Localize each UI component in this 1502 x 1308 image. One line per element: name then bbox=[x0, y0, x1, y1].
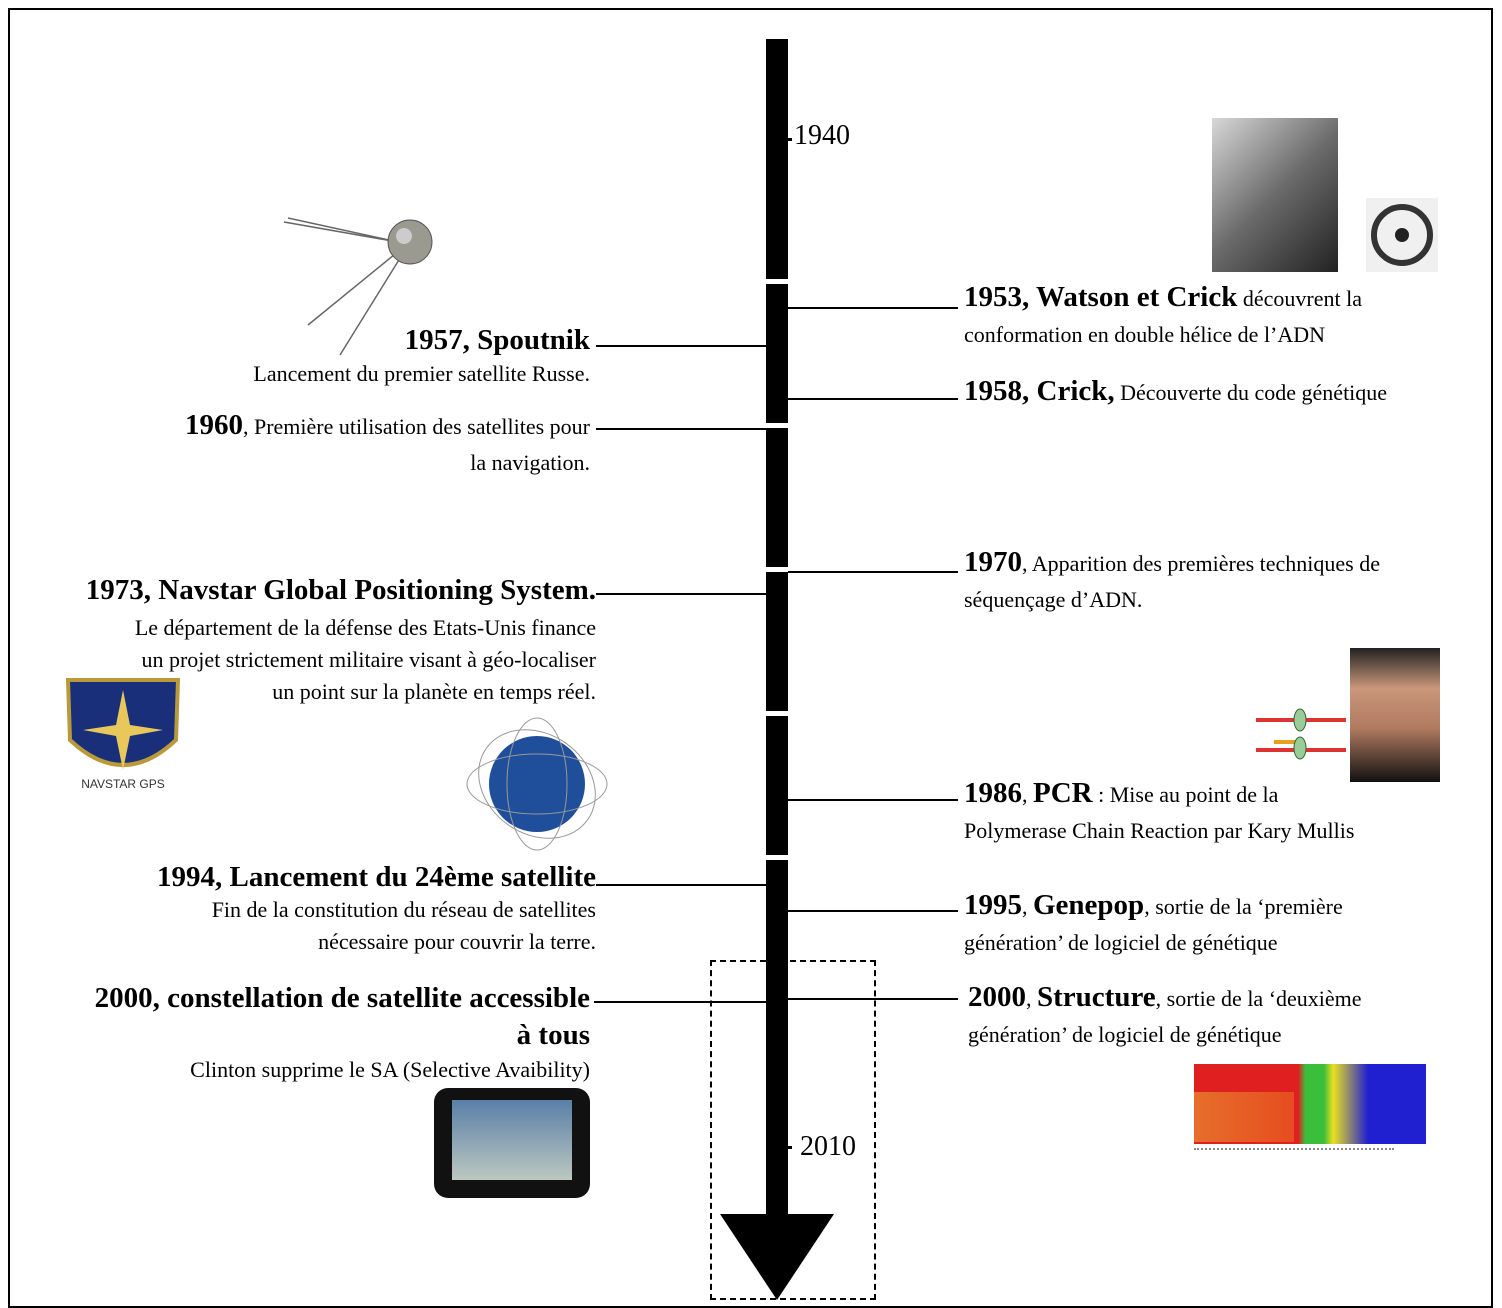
event-1995-desc-line2: génération’ de logiciel de génétique bbox=[964, 930, 1278, 955]
navstar-logo-text: NAVSTAR GPS bbox=[81, 777, 165, 791]
event-1973-desc-line: Le département de la défense des Etats-U… bbox=[134, 615, 596, 640]
event-1986-desc-line2: Polymerase Chain Reaction par Kary Mulli… bbox=[964, 818, 1355, 843]
event-2000-title-line2: à tous bbox=[516, 1019, 590, 1051]
event-1953-desc-line2: conformation en double hélice de l’ADN bbox=[964, 322, 1326, 347]
connector-1986 bbox=[788, 799, 958, 801]
event-2000-right: 2000, Structure, sortie de la ‘deuxième … bbox=[968, 980, 1488, 1051]
event-1960: 1960, Première utilisation des satellite… bbox=[30, 408, 590, 479]
event-1970-desc: , Apparition des premières techniques de bbox=[1022, 551, 1381, 576]
event-1957-desc: Lancement du premier satellite Russe. bbox=[253, 361, 590, 386]
event-1957: 1957, Spoutnik Lancement du premier sate… bbox=[90, 322, 590, 390]
event-2000-desc: Clinton supprime le SA (Selective Avaibi… bbox=[190, 1057, 590, 1082]
event-1953: 1953, Watson et Crick découvrent la conf… bbox=[964, 280, 1484, 351]
connector-1995 bbox=[788, 910, 958, 912]
event-1986-desc: : Mise au point de la bbox=[1092, 782, 1279, 807]
timeline-segment bbox=[766, 39, 788, 279]
event-1960-desc: la navigation. bbox=[470, 450, 590, 475]
tick-2010 bbox=[766, 1146, 792, 1149]
event-1973-year: 1973 bbox=[85, 574, 144, 606]
event-1953-title: 1953, Watson et Crick bbox=[964, 281, 1238, 313]
event-1973: 1973, Navstar Global Positioning System.… bbox=[16, 573, 596, 708]
axis-start-label: 1940 bbox=[794, 120, 850, 151]
separator: , bbox=[1022, 782, 1033, 807]
event-1958-desc: Découverte du code génétique bbox=[1114, 380, 1388, 405]
event-1970: 1970, Apparition des premières technique… bbox=[964, 545, 1494, 616]
watson-crick-photo bbox=[1212, 118, 1338, 272]
recent-period-box bbox=[710, 960, 876, 1300]
connector-2000-left bbox=[594, 1001, 766, 1003]
event-1995-desc: , sortie de la ‘première bbox=[1144, 894, 1343, 919]
event-1973-title: Navstar Global Positioning System. bbox=[158, 574, 596, 606]
event-2000-left: 2000, constellation de satellite accessi… bbox=[0, 980, 590, 1086]
event-1995-year: 1995 bbox=[964, 889, 1022, 921]
event-1994-desc-line: Fin de la constitution du réseau de sate… bbox=[211, 897, 596, 922]
event-1953-desc: découvrent la bbox=[1237, 286, 1362, 311]
event-1986-year: 1986 bbox=[964, 777, 1022, 809]
event-1973-desc-line: un point sur la planète en temps réel. bbox=[272, 679, 596, 704]
event-1994-desc-line: nécessaire pour couvrir la terre. bbox=[318, 929, 596, 954]
structure-plot-image bbox=[1180, 1062, 1426, 1160]
connector-1960 bbox=[596, 428, 766, 430]
timeline-segment bbox=[766, 572, 788, 711]
timeline-segment bbox=[766, 284, 788, 423]
event-2000-right-title: Structure bbox=[1037, 981, 1156, 1013]
event-1957-title: 1957, Spoutnik bbox=[404, 324, 590, 356]
event-1970-year: 1970 bbox=[964, 546, 1022, 578]
connector-1970 bbox=[788, 571, 958, 573]
event-2000-title: 2000, constellation de satellite accessi… bbox=[94, 982, 590, 1014]
event-1970-desc-line2: séquençage d’ADN. bbox=[964, 587, 1143, 612]
separator: , bbox=[1022, 894, 1033, 919]
event-1994-title: 1994, Lancement du 24ème satellite bbox=[157, 861, 596, 893]
sputnik-image bbox=[283, 217, 433, 356]
timeline-segment bbox=[766, 860, 788, 1215]
event-1960-desc-inline: , Première utilisation des satellites po… bbox=[242, 414, 590, 439]
connector-1958 bbox=[788, 398, 958, 400]
event-2000-right-year: 2000 bbox=[968, 981, 1026, 1013]
xray-diffraction-image bbox=[1366, 198, 1438, 272]
pcr-diagram-image bbox=[1254, 688, 1348, 780]
event-1986-title: PCR bbox=[1033, 777, 1093, 809]
event-2000-right-desc: , sortie de la ‘deuxième bbox=[1155, 986, 1362, 1011]
event-1973-desc-line: un projet strictement militaire visant à… bbox=[141, 647, 596, 672]
event-1986: 1986, PCR : Mise au point de la Polymera… bbox=[964, 776, 1494, 847]
timeline-segment bbox=[766, 428, 788, 567]
event-1958: 1958, Crick, Découverte du code génétiqu… bbox=[964, 374, 1494, 413]
connector-1953 bbox=[788, 307, 958, 309]
separator: , bbox=[1026, 986, 1037, 1011]
connector-1994 bbox=[596, 884, 766, 886]
connector-1973 bbox=[596, 593, 766, 595]
event-1960-year: 1960 bbox=[184, 409, 243, 441]
axis-end-label: 2010 bbox=[800, 1131, 856, 1162]
event-1994: 1994, Lancement du 24ème satellite Fin d… bbox=[36, 860, 596, 958]
gps-device-image bbox=[434, 1088, 590, 1198]
timeline-arrowhead bbox=[720, 1214, 834, 1300]
event-2000-right-desc-line2: génération’ de logiciel de génétique bbox=[968, 1022, 1282, 1047]
gps-constellation-globe bbox=[466, 717, 608, 851]
tick-1940 bbox=[766, 138, 792, 141]
event-1995-title: Genepop bbox=[1033, 889, 1145, 921]
event-1958-title: 1958, Crick, bbox=[964, 375, 1115, 407]
kary-mullis-photo bbox=[1350, 648, 1440, 782]
event-1995: 1995, Genepop, sortie de la ‘première gé… bbox=[964, 888, 1494, 959]
connector-2000-right bbox=[788, 998, 958, 1000]
timeline-segment bbox=[766, 716, 788, 855]
navstar-gps-logo: NAVSTAR GPS bbox=[65, 678, 181, 791]
connector-1957 bbox=[596, 345, 766, 347]
